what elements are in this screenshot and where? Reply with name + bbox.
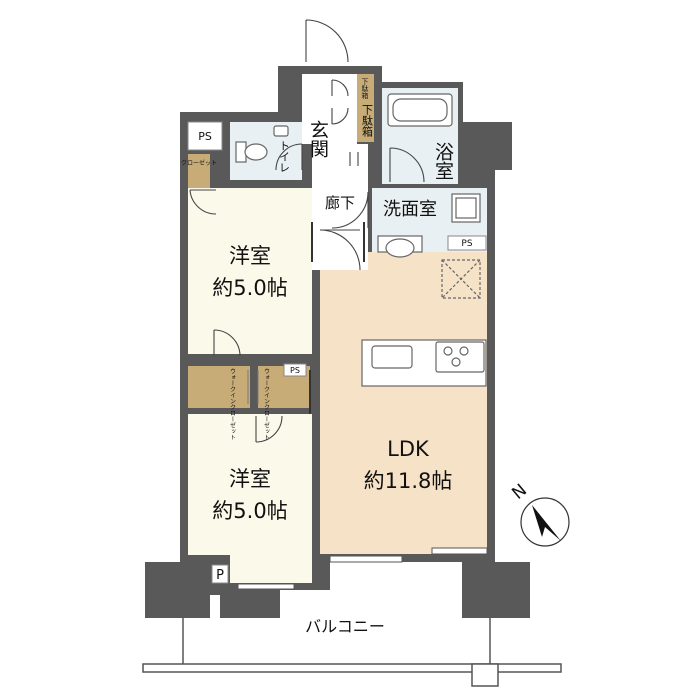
kitchen-sink bbox=[371, 345, 413, 369]
corridor-ldk-door bbox=[319, 229, 361, 271]
compass: N bbox=[508, 480, 570, 547]
balcony-label: バルコニー bbox=[305, 617, 385, 636]
balcony-railing bbox=[142, 663, 562, 673]
washroom-label: 洗面室 bbox=[383, 199, 437, 220]
room1-door bbox=[213, 329, 241, 357]
ps-2-label: PS bbox=[290, 366, 300, 375]
doors bbox=[189, 19, 425, 443]
western-room-1-name: 洋室 bbox=[229, 244, 271, 268]
western-room-2-name: 洋室 bbox=[229, 467, 271, 491]
bath-door bbox=[389, 147, 425, 183]
bathtub bbox=[387, 93, 453, 127]
closet-label: クローゼット bbox=[181, 159, 217, 167]
entrance-label: 玄関 bbox=[307, 120, 329, 158]
western-room-2-size: 約5.0帖 bbox=[212, 499, 287, 523]
north-label: N bbox=[508, 480, 531, 503]
parking-box bbox=[211, 564, 229, 584]
closet-door bbox=[189, 189, 217, 215]
shoe-box-floor bbox=[357, 74, 374, 142]
fridge-space bbox=[441, 259, 481, 299]
labels: 玄関 下駄箱 下駄箱 浴室 トイレ 廊下 洗面室 洋室 約5.0帖 洋室 約5.… bbox=[181, 78, 473, 636]
walk-in-closet-1-label: ウォークインクローゼット bbox=[229, 368, 236, 440]
ldk-name: LDK bbox=[387, 437, 430, 461]
toilet-label: トイレ bbox=[278, 140, 291, 173]
ldk-floor bbox=[320, 252, 487, 554]
toilet-door bbox=[275, 143, 303, 171]
walk-in-closet-1-floor bbox=[188, 366, 250, 408]
washing-machine-pan bbox=[451, 193, 481, 223]
shoe-box-2-label: 下駄箱 bbox=[361, 104, 374, 138]
balcony bbox=[142, 547, 562, 687]
toilet-bowl bbox=[244, 143, 268, 161]
floors bbox=[187, 74, 487, 584]
fixtures bbox=[235, 93, 487, 414]
parking-label: P bbox=[216, 568, 224, 583]
washroom-door bbox=[331, 191, 369, 229]
western-room-1-size: 約5.0帖 bbox=[212, 276, 287, 300]
closet-floor bbox=[188, 154, 210, 188]
ps-2-box bbox=[283, 363, 307, 377]
ps-1-label: PS bbox=[198, 130, 212, 143]
kitchen-counter bbox=[361, 339, 487, 387]
walk-in-closet-2-label: ウォークインクローゼット bbox=[263, 368, 270, 440]
ldk-size: 約11.8帖 bbox=[364, 469, 453, 493]
corridor-floor bbox=[312, 144, 368, 270]
compass-arrow-icon bbox=[532, 505, 561, 541]
room2-door bbox=[255, 415, 283, 443]
stove bbox=[435, 341, 485, 373]
ps-3-label: PS bbox=[461, 239, 472, 249]
shoe-box-1-label: 下駄箱 bbox=[361, 78, 369, 100]
entrance-door bbox=[305, 19, 349, 63]
shoe-box-doors bbox=[331, 79, 349, 125]
bath-label: 浴室 bbox=[432, 142, 454, 180]
ps-1-box bbox=[187, 121, 223, 151]
corridor-label: 廊下 bbox=[325, 194, 355, 212]
western-room-2-floor bbox=[188, 414, 312, 555]
western-room-1-floor bbox=[188, 188, 312, 354]
ps-3-box bbox=[447, 235, 487, 251]
